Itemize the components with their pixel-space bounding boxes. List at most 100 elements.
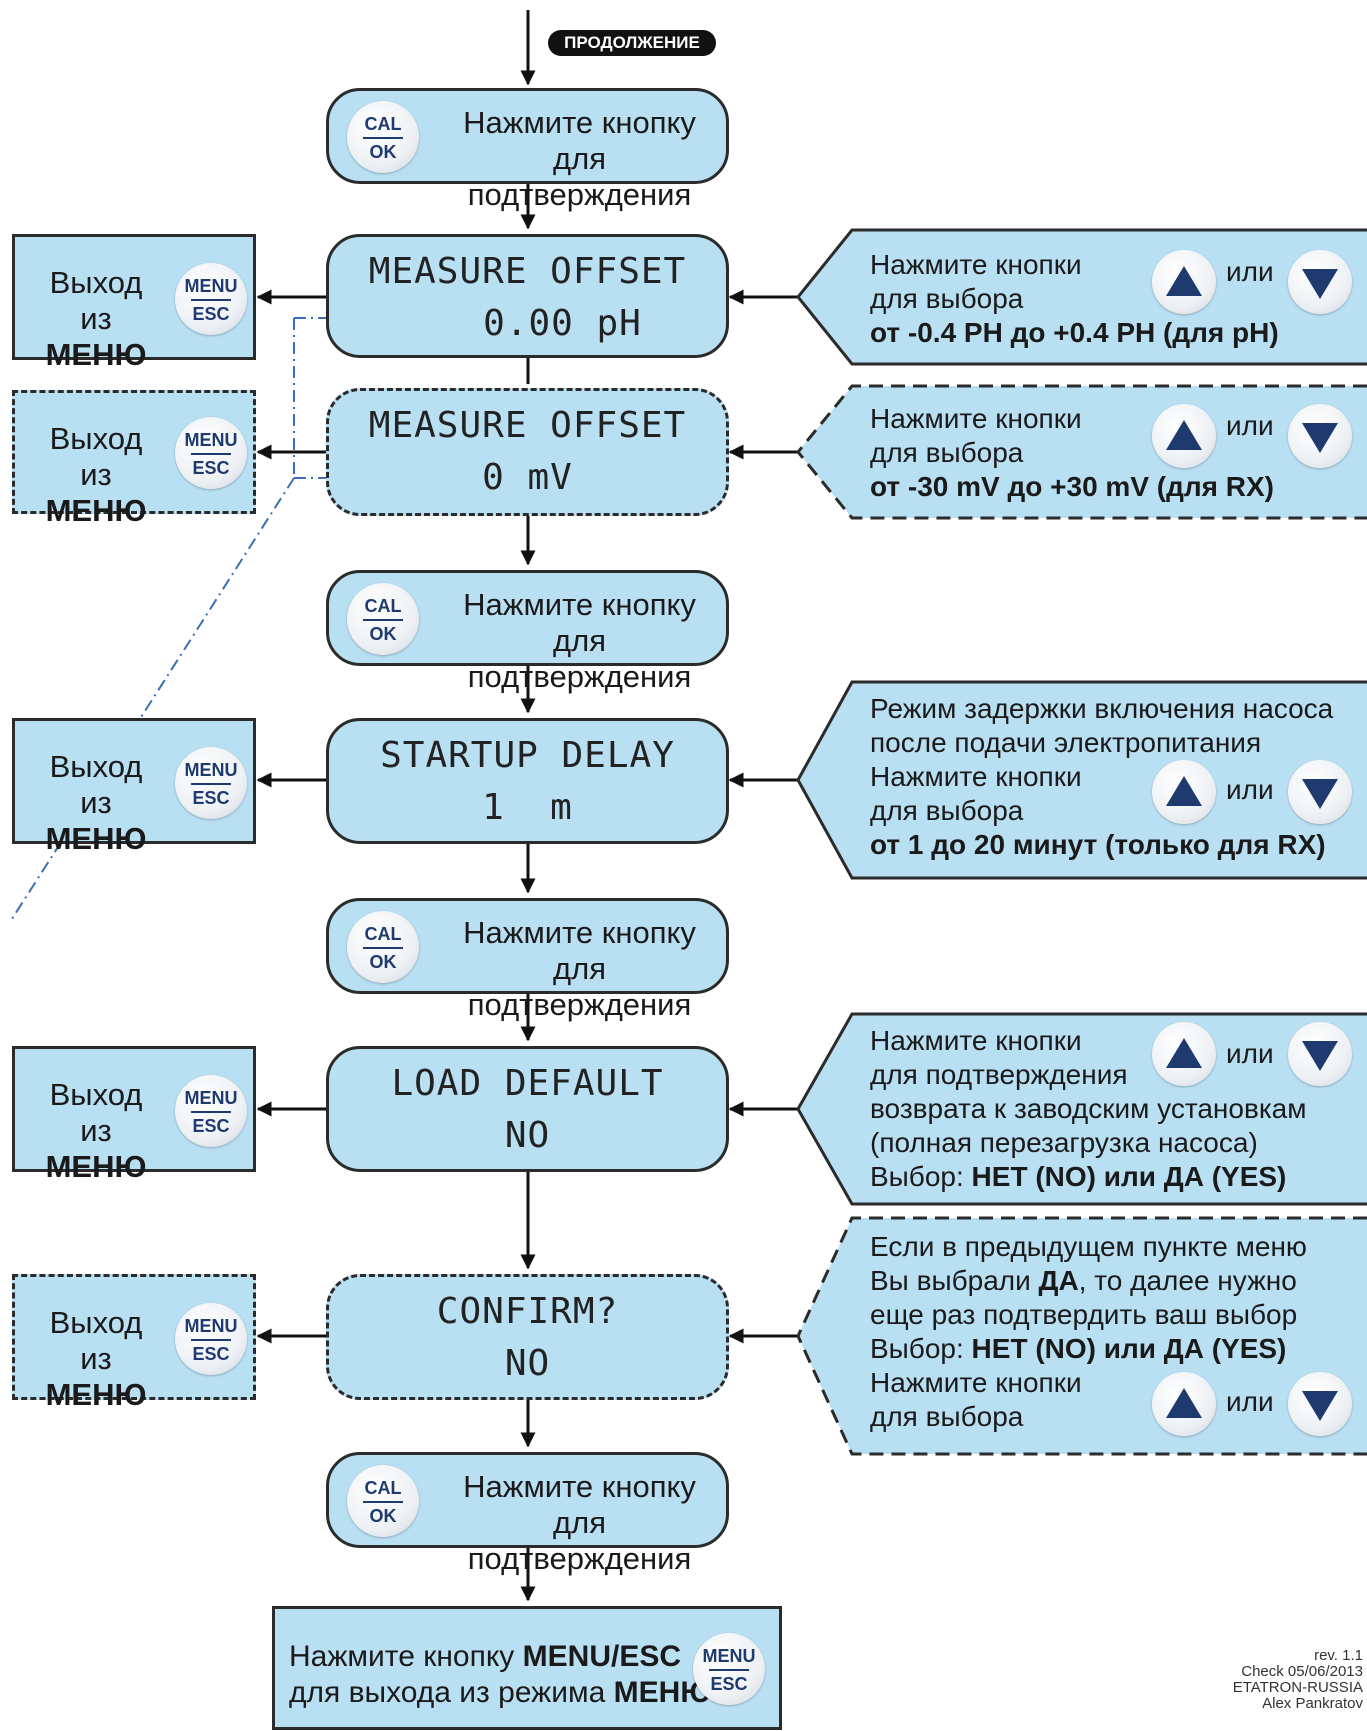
or-label: или [1226, 256, 1274, 287]
exit-line-2: МЕНЮ [45, 493, 147, 528]
exit-line-1: Выход из [49, 1305, 143, 1376]
menu-esc-button-icon: MENU ESC [175, 263, 247, 335]
final-line-2: для выхода из режима МЕНЮ [289, 1676, 712, 1709]
menu-label: MENU [184, 1316, 238, 1336]
confirm-line-2: для подтверждения [467, 1505, 692, 1576]
ok-label: OK [369, 142, 397, 162]
info-line: Выбор: НЕТ (NO) или ДА (YES) [870, 1161, 1287, 1192]
ok-label: OK [369, 952, 397, 972]
info-startup-delay: Режим задержки включения насоса после по… [870, 692, 1333, 862]
info-line: для подтверждения [870, 1059, 1128, 1090]
menu-esc-button-icon: MENU ESC [175, 747, 247, 819]
confirm-line-1: Нажмите кнопку [463, 105, 696, 140]
info-line: от 1 до 20 минут (только для RX) [870, 829, 1326, 860]
cal-label: CAL [364, 596, 402, 616]
info-load-default: Нажмите кнопки для подтверждения возврат… [870, 1024, 1307, 1194]
info-line: для выбора [870, 1401, 1024, 1432]
menu-label: MENU [184, 760, 238, 780]
menu-esc-button-icon: MENU ESC [175, 1075, 247, 1147]
info-line: Вы выбрали ДА, то далее нужно [870, 1265, 1297, 1296]
esc-label: ESC [192, 304, 230, 324]
info-line: Нажмите кнопки [870, 403, 1082, 434]
cal-ok-button-icon: CAL OK [347, 911, 419, 983]
info-line: Нажмите кнопки [870, 249, 1082, 280]
screen-confirm-question: CONFIRM? NO [326, 1274, 729, 1400]
info-line: от -0.4 PH до +0.4 PH (для pH) [870, 317, 1279, 348]
lcd-line-1: LOAD DEFAULT [391, 1063, 664, 1104]
screen-load-default: LOAD DEFAULT NO [326, 1046, 729, 1172]
lcd-line-1: MEASURE OFFSET [368, 405, 687, 446]
continue-badge: ПРОДОЛЖЕНИЕ [548, 30, 716, 56]
up-arrow-icon [1152, 404, 1216, 468]
exit-line-2: МЕНЮ [45, 1377, 147, 1412]
cal-label: CAL [364, 1478, 402, 1498]
esc-label: ESC [192, 1116, 230, 1136]
rev-line: Alex Pankratov [1262, 1695, 1363, 1712]
confirm-line-1: Нажмите кнопку [463, 587, 696, 622]
down-arrow-icon [1288, 1372, 1352, 1436]
exit-line-2: МЕНЮ [45, 337, 147, 372]
info-confirm-question: Если в предыдущем пункте меню Вы выбрали… [870, 1230, 1307, 1434]
lcd-line-2: 0.00 pH [483, 303, 642, 344]
exit-line-1: Выход из [49, 1077, 143, 1148]
confirm-line-2: для подтверждения [467, 951, 692, 1022]
confirm-step-2: CAL OK Нажмите кнопку для подтверждения [326, 570, 729, 694]
menu-esc-button-icon: MENU ESC [175, 1303, 247, 1375]
menu-esc-button-icon: MENU ESC [175, 417, 247, 489]
revision-note: rev. 1.1 Check 05/06/2013 ETATRON-RUSSIA… [1233, 1648, 1363, 1712]
confirm-line-2: для подтверждения [467, 141, 692, 212]
ok-label: OK [369, 624, 397, 644]
exit-line-1: Выход из [49, 421, 143, 492]
up-arrow-icon [1152, 1372, 1216, 1436]
info-line: Если в предыдущем пункте меню [870, 1231, 1307, 1262]
esc-label: ESC [192, 458, 230, 478]
screen-offset-ph: MEASURE OFFSET 0.00 pH [326, 234, 729, 358]
ok-label: OK [369, 1506, 397, 1526]
info-offset-mv: Нажмите кнопки для выбора от -30 mV до +… [870, 402, 1274, 504]
info-line: для выбора [870, 437, 1024, 468]
lcd-line-2: NO [504, 1115, 551, 1156]
down-arrow-icon [1288, 760, 1352, 824]
up-arrow-icon [1152, 250, 1216, 314]
or-label: или [1226, 410, 1274, 441]
confirm-line-2: для подтверждения [467, 623, 692, 694]
exit-line-1: Выход из [49, 749, 143, 820]
final-exit-step: Нажмите кнопку MENU/ESC для выхода из ре… [272, 1606, 782, 1730]
info-line: после подачи электропитания [870, 727, 1262, 758]
menu-label: MENU [184, 1088, 238, 1108]
info-line: Нажмите кнопки [870, 1025, 1082, 1056]
rev-line: rev. 1.1 [1314, 1647, 1363, 1664]
or-label: или [1226, 1038, 1274, 1069]
down-arrow-icon [1288, 250, 1352, 314]
up-arrow-icon [1152, 1022, 1216, 1086]
info-line: Выбор: НЕТ (NO) или ДА (YES) [870, 1333, 1287, 1364]
menu-esc-button-icon: MENU ESC [693, 1633, 765, 1705]
or-label: или [1226, 1386, 1274, 1417]
cal-label: CAL [364, 924, 402, 944]
info-line: для выбора [870, 795, 1024, 826]
esc-label: ESC [192, 788, 230, 808]
lcd-line-2: 0 mV [482, 457, 573, 498]
info-line: для выбора [870, 283, 1024, 314]
info-line: (полная перезагрузка насоса) [870, 1127, 1258, 1158]
up-arrow-icon [1152, 760, 1216, 824]
info-line: Нажмите кнопки [870, 761, 1082, 792]
lcd-line-2: NO [504, 1343, 551, 1384]
lcd-line-1: CONFIRM? [436, 1291, 619, 1332]
menu-label: MENU [184, 276, 238, 296]
info-line: от -30 mV до +30 mV (для RX) [870, 471, 1275, 502]
confirm-step-1: CAL OK Нажмите кнопку для подтверждения [326, 88, 729, 212]
or-label: или [1226, 774, 1274, 805]
menu-label: MENU [702, 1646, 756, 1666]
info-line: Режим задержки включения насоса [870, 693, 1334, 724]
confirm-step-4: CAL OK Нажмите кнопку для подтверждения [326, 1452, 729, 1576]
info-line: еще раз подтвердить ваш выбор [870, 1299, 1298, 1330]
rev-line: Check 05/06/2013 [1241, 1663, 1363, 1680]
esc-label: ESC [710, 1674, 748, 1694]
